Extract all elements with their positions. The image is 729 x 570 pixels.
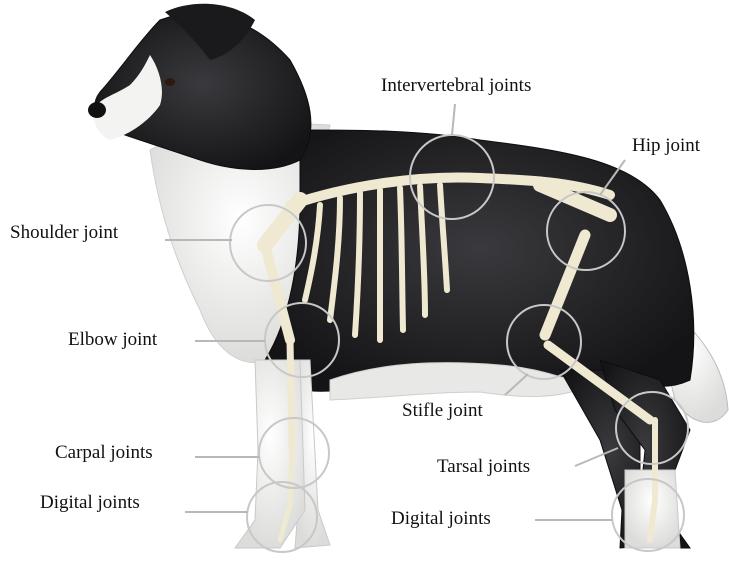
- label-intervertebral-joints: Intervertebral joints: [381, 76, 531, 95]
- leader-intervertebral: [452, 104, 455, 135]
- label-carpal-joints: Carpal joints: [55, 443, 153, 462]
- label-digital-joints-front: Digital joints: [40, 493, 140, 512]
- label-elbow-joint: Elbow joint: [68, 330, 157, 349]
- label-hip-joint: Hip joint: [632, 136, 700, 155]
- label-digital-joints-hind: Digital joints: [391, 509, 491, 528]
- radius: [290, 340, 292, 450]
- nose: [88, 102, 106, 118]
- label-shoulder-joint: Shoulder joint: [10, 223, 118, 242]
- label-tarsal-joints: Tarsal joints: [437, 457, 530, 476]
- body-dark-coat: [265, 130, 694, 391]
- front-leg-near: [235, 360, 305, 548]
- label-stifle-joint: Stifle joint: [402, 401, 483, 420]
- eye: [165, 78, 175, 86]
